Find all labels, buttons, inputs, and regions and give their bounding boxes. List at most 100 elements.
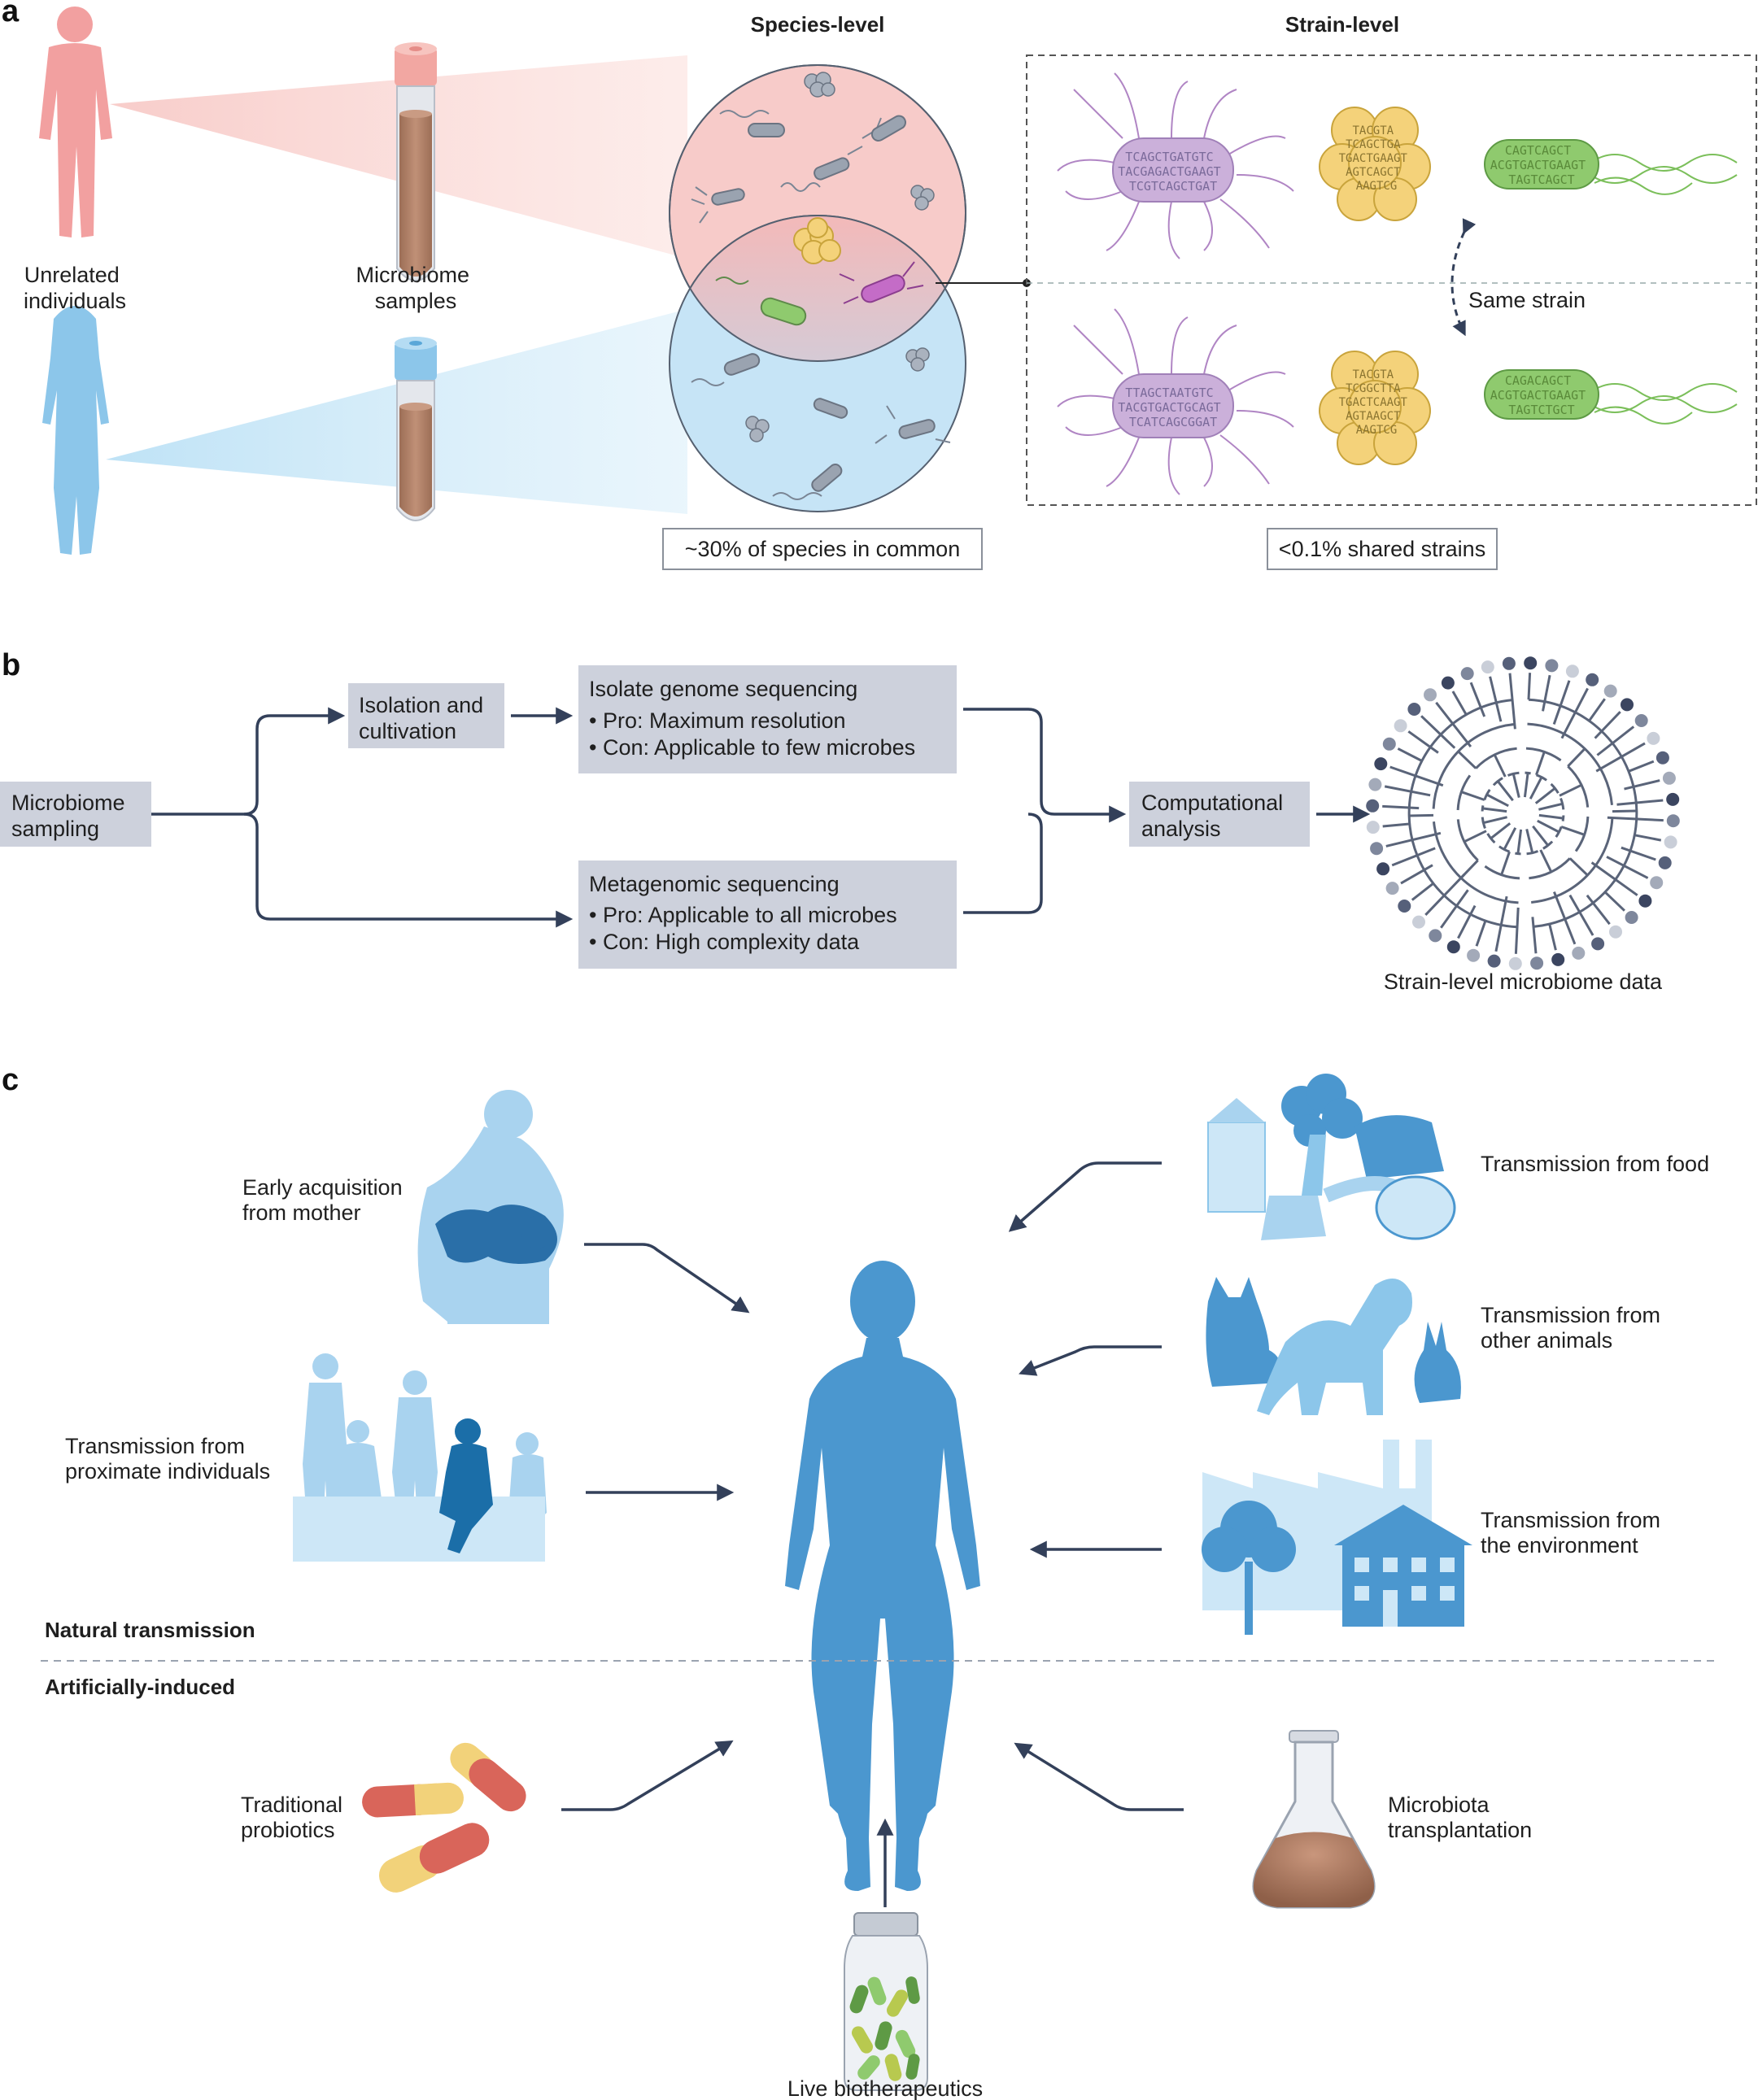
group-people-icon <box>293 1353 547 1562</box>
tree-leaf <box>1508 956 1522 970</box>
tree-branch <box>1400 864 1433 885</box>
tree-leaf <box>1530 956 1544 970</box>
tree-leaf <box>1666 792 1680 806</box>
tree-branch <box>1596 725 1635 756</box>
tree-branch <box>1594 711 1621 739</box>
tree-leaf <box>1621 698 1634 712</box>
tree-arc <box>1574 816 1590 852</box>
mother-baby-icon <box>417 1090 564 1324</box>
tree-branch <box>1532 825 1549 847</box>
animals-label: Transmission from other animals <box>1481 1303 1667 1353</box>
tree-leaf <box>1385 882 1399 895</box>
tree-arc <box>1498 845 1511 853</box>
tree-leaf <box>1634 714 1648 727</box>
sampling-box <box>0 782 151 847</box>
shared-strains-box <box>1267 528 1498 570</box>
tree-branch <box>1407 730 1439 754</box>
tree-branch <box>1490 822 1512 839</box>
isolate-sequencing-text: Isolate genome sequencing • Pro: Maximum… <box>589 677 915 760</box>
yellow-strain-top: TACGTA TCAGCTGA TGACTGAAGT AGTCAGCT AAGT… <box>1319 107 1431 221</box>
tree-branch <box>1552 680 1571 725</box>
tree-branch <box>1634 834 1662 842</box>
tree-branch <box>1604 891 1625 912</box>
arrow-animals <box>1019 1345 1162 1376</box>
tree-branch <box>1538 802 1563 811</box>
purple-strain-bot: TTAGCTAATGTC TACGTGACTGCAGT TCATCAGCGGAT <box>1057 308 1294 495</box>
panel-c: c Early acquisition from mother <box>2 1063 1718 2100</box>
tree-arc <box>1529 857 1571 880</box>
arrow-transplant <box>1014 1742 1184 1811</box>
tree-leaf <box>1666 814 1680 828</box>
tree-branch <box>1508 673 1516 730</box>
tree-branch <box>1612 809 1638 813</box>
tree-branch <box>1503 827 1517 851</box>
isolate-sequencing-box <box>578 665 957 773</box>
tree-caption: Strain-level microbiome data <box>1384 969 1663 994</box>
computational-box <box>1129 782 1310 847</box>
tree-leaf <box>1655 751 1669 765</box>
metagenomic-sequencing-text: Metagenomic sequencing • Pro: Applicable… <box>589 872 903 954</box>
tree-branch <box>1559 783 1582 797</box>
tree-leaf <box>1603 684 1617 698</box>
tree-branch <box>1457 904 1477 939</box>
tree-branch <box>1461 791 1485 801</box>
tree-arc <box>1561 815 1565 821</box>
tree-leaf <box>1446 940 1460 954</box>
tree-arc <box>1515 852 1521 856</box>
tree-branch <box>1489 676 1503 722</box>
microbe-clusters <box>745 72 935 442</box>
tree-arc <box>1481 805 1485 812</box>
environment-label: Transmission from the environment <box>1481 1508 1667 1558</box>
panel-label-c: c <box>2 1063 19 1097</box>
species-level-header: Species-level <box>751 12 885 37</box>
tree-leaf <box>1609 925 1622 939</box>
same-strain-arrow <box>1450 218 1477 337</box>
tree-leaf <box>1441 676 1455 690</box>
tree-leaf <box>1586 673 1599 686</box>
tree-arc <box>1507 771 1520 777</box>
tree-leaf <box>1545 659 1559 673</box>
tree-leaf <box>1467 948 1481 962</box>
tree-leaf <box>1412 915 1425 929</box>
tree-leaf <box>1647 731 1660 745</box>
human-body-icon <box>785 1261 980 1891</box>
tree-branch <box>1451 691 1468 716</box>
tree-arc <box>1535 773 1547 782</box>
tree-leaf <box>1524 656 1538 670</box>
tree-arc <box>1531 817 1614 904</box>
tree-branch <box>1482 807 1507 813</box>
tree-arc <box>1481 817 1486 830</box>
person-pink-icon <box>39 7 112 237</box>
tree-branch <box>1523 773 1529 798</box>
tree-leaf <box>1460 667 1474 681</box>
arrow-probiotics <box>561 1740 734 1811</box>
yellow-strain-bot: TACGTA TCGGCTTA TGACTCAAGT AGTAAGCT AAGT… <box>1319 351 1431 465</box>
tree-branch <box>1512 773 1520 798</box>
tree-branch <box>1616 799 1664 806</box>
tree-branch <box>1586 894 1611 926</box>
tree-branch <box>1525 829 1534 853</box>
tree-branch <box>1527 673 1532 700</box>
panel-label-a: a <box>2 0 20 28</box>
tree-branch <box>1391 847 1436 867</box>
people-label: Unrelated individuals <box>24 263 126 313</box>
tree-arc <box>1456 819 1479 861</box>
tree-branch <box>1516 829 1523 854</box>
sample-tube-blue-icon <box>395 337 437 521</box>
tree-branch <box>1568 894 1594 936</box>
tree-branch <box>1384 785 1431 797</box>
food-label: Transmission from food <box>1481 1152 1709 1176</box>
tree-leaf <box>1638 894 1652 908</box>
green-strain-bot: CAGACAGCT ACGTGACTGAAGT TAGTCTGCT <box>1484 369 1738 425</box>
tree-arc <box>1486 833 1496 844</box>
metagenomic-sequencing-box <box>578 860 957 969</box>
tree-branch <box>1567 747 1586 768</box>
purple-strain-top: TCAGCTGATGTC TACGAGACTGAAGT TCGTCAGCTGAT <box>1057 72 1294 259</box>
svg-text:TTAGCTAATGTC TACGTGACT: TTAGCTAATGTC TACGTGACTGCAGT TCATCAGCGGAT <box>1118 386 1228 429</box>
svg-text:TACGTA TCAGCTGA: TACGTA TCAGCTGA TGACTGAAGT AGTCAGCT AAGT… <box>1339 124 1415 193</box>
tree-branch <box>1485 793 1509 808</box>
tree-leaf <box>1366 821 1380 834</box>
tree-leaf <box>1366 799 1380 813</box>
environment-icon <box>1202 1440 1472 1635</box>
